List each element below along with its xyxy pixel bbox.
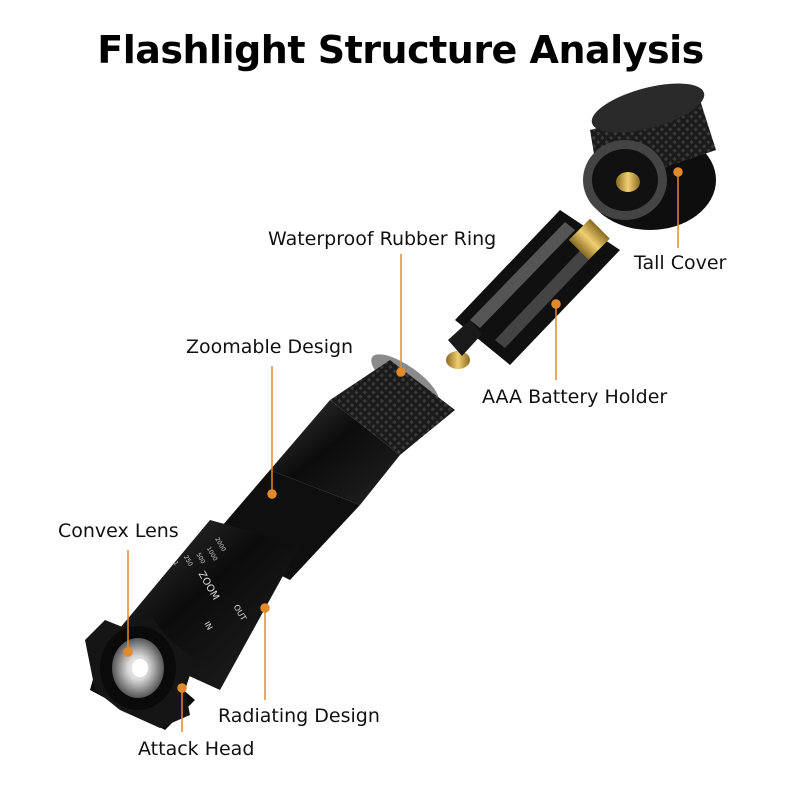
- callout-dot-zoomable: [267, 489, 277, 499]
- callout-dot-radiating: [260, 603, 270, 613]
- callout-lines: [123, 167, 683, 732]
- scale-marking-3: 250: [182, 554, 194, 568]
- label-convex-lens: Convex Lens: [58, 520, 179, 542]
- callout-dot-convex: [123, 647, 133, 657]
- label-zoomable-design: Zoomable Design: [186, 336, 354, 358]
- in-marking: IN: [202, 620, 214, 632]
- label-tall-cover: Tall Cover: [634, 252, 727, 274]
- callout-dot-attack: [177, 683, 187, 693]
- callout-dot-tall-cover: [673, 167, 683, 177]
- battery-holder-part: [446, 210, 620, 369]
- label-aaa-battery-holder: AAA Battery Holder: [482, 386, 668, 408]
- callout-dot-waterproof: [396, 367, 406, 377]
- flashlight-body: [85, 354, 455, 730]
- label-attack-head: Attack Head: [138, 738, 255, 760]
- scale-marking-2: 500: [194, 552, 206, 566]
- label-radiating-design: Radiating Design: [218, 705, 380, 727]
- label-waterproof-rubber-ring: Waterproof Rubber Ring: [268, 228, 497, 250]
- callout-dot-battery: [551, 299, 561, 309]
- scale-marking-4: 1: [172, 560, 180, 567]
- page-title: Flashlight Structure Analysis: [97, 28, 704, 72]
- tall-cover-part: [583, 83, 716, 230]
